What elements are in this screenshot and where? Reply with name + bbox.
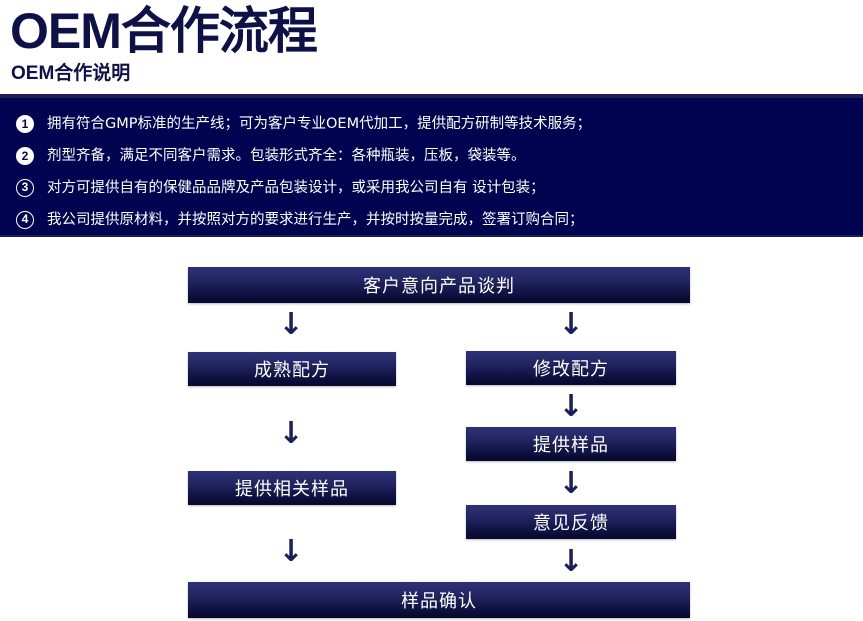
flow-node-feedback[interactable]: 意见反馈	[466, 505, 676, 539]
oem-flowchart: 客户意向产品谈判 ↓ ↓ 成熟配方 修改配方 ↓ ↓ 提供样品 提供相关样品 ↓…	[0, 237, 863, 621]
flow-node-negotiation-label: 客户意向产品谈判	[363, 276, 515, 297]
note-text-2: 剂型齐备，满足不同客户需求。包装形式齐全：各种瓶装，压板，袋装等。	[47, 148, 526, 164]
flow-node-modify-formula-label: 修改配方	[533, 359, 609, 380]
arrow-down-icon-4: ↓	[558, 389, 584, 424]
note-number-badge-1: 1	[16, 115, 34, 133]
arrow-down-icon-5: ↓	[558, 466, 584, 501]
note-text-1: 拥有符合GMP标准的生产线；可为客户专业OEM代加工，提供配方研制等技术服务；	[47, 116, 592, 132]
page-title: OEM合作流程	[10, 3, 318, 59]
arrow-down-icon-3: ↓	[278, 416, 304, 451]
note-item-3: 3 对方可提供自有的保健品品牌及产品包装设计，或采用我公司自有 设计包装；	[0, 172, 863, 204]
flow-node-provide-sample-label: 提供样品	[533, 435, 609, 456]
flow-node-mature-formula-label: 成熟配方	[254, 360, 330, 381]
flow-node-negotiation[interactable]: 客户意向产品谈判	[188, 267, 690, 303]
oem-notes-banner: 1 拥有符合GMP标准的生产线；可为客户专业OEM代加工，提供配方研制等技术服务…	[0, 94, 863, 237]
note-number-badge-3: 3	[16, 179, 34, 197]
page-subtitle: OEM合作说明	[11, 63, 131, 84]
flow-node-feedback-label: 意见反馈	[533, 513, 609, 534]
flow-node-provide-sample[interactable]: 提供样品	[466, 427, 676, 461]
arrow-down-icon-2: ↓	[558, 307, 584, 342]
arrow-down-icon-6: ↓	[278, 534, 304, 569]
arrow-down-icon-7: ↓	[558, 544, 584, 579]
flow-node-provide-related-sample-label: 提供相关样品	[235, 479, 349, 500]
note-number-badge-2: 2	[16, 147, 34, 165]
note-item-2: 2 剂型齐备，满足不同客户需求。包装形式齐全：各种瓶装，压板，袋装等。	[0, 140, 863, 172]
note-item-1: 1 拥有符合GMP标准的生产线；可为客户专业OEM代加工，提供配方研制等技术服务…	[0, 108, 863, 140]
flow-node-modify-formula[interactable]: 修改配方	[466, 351, 676, 385]
flow-node-sample-confirmation-label: 样品确认	[401, 591, 477, 612]
note-text-4: 我公司提供原材料，并按照对方的要求进行生产，并按时按量完成，签署订购合同；	[47, 212, 584, 228]
note-item-4: 4 我公司提供原材料，并按照对方的要求进行生产，并按时按量完成，签署订购合同；	[0, 204, 863, 236]
flow-node-provide-related-sample[interactable]: 提供相关样品	[188, 471, 396, 505]
flow-node-sample-confirmation[interactable]: 样品确认	[188, 582, 690, 618]
arrow-down-icon-1: ↓	[278, 307, 304, 342]
flow-node-mature-formula[interactable]: 成熟配方	[188, 352, 396, 386]
note-number-badge-4: 4	[16, 211, 34, 229]
note-text-3: 对方可提供自有的保健品品牌及产品包装设计，或采用我公司自有 设计包装；	[47, 180, 545, 196]
